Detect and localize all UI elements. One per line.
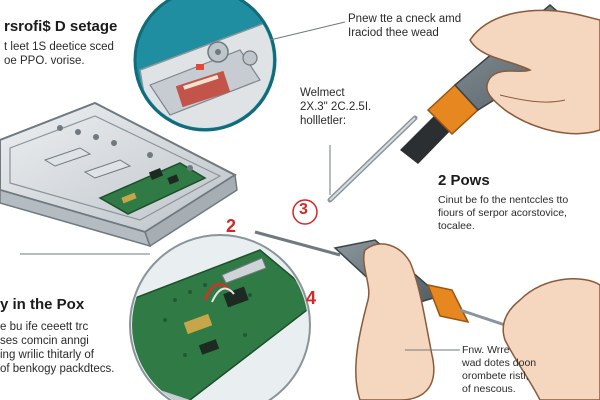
- detail-callout-top: [133, 0, 277, 132]
- hand-upper: [469, 9, 600, 135]
- step-top-left-line-2: oe PPO. vorise.: [4, 55, 85, 67]
- step-bottom-right-line-3: orombete ristl,: [462, 370, 529, 382]
- step-2-line-1: Cinut be fo the nentccles tto: [438, 194, 569, 206]
- marker-3: 3: [299, 201, 308, 218]
- step-top-right-line-2: Iraciod thee wead: [348, 27, 439, 39]
- step-bottom-left-line-3: ing wrilic thitarly of: [0, 349, 94, 361]
- marker-3-ring: [292, 199, 318, 225]
- marker-2: 2: [226, 216, 237, 236]
- step-middle-line-2: 2X.3" 2C.2.5I.: [300, 101, 372, 113]
- step-middle-line-3: hollletler:: [300, 115, 347, 127]
- step-top-right-line-1: Pnew tte a cneck amd: [348, 13, 462, 25]
- step-bottom-left-text: e bu ife ceeett trc ses comcin anngi ing…: [0, 320, 114, 376]
- step-bottom-right-text: Fnw. Wrre wad dotes doon orombete ristl,…: [462, 344, 536, 396]
- step-bottom-right-line-4: of nescous.: [462, 383, 516, 395]
- step-2-line-2: fiours of serpor acorstovice,: [438, 207, 567, 219]
- step-top-right-text: Pnew tte a cneck amd Iraciod thee wead: [348, 12, 461, 40]
- step-bottom-left-line-2: ses comcin anngi: [0, 335, 89, 347]
- step-bottom-left-line-1: e bu ife ceeett trc: [0, 321, 89, 333]
- step-top-left-heading: rsrofi$ D setage: [4, 18, 118, 35]
- device-tray: [0, 101, 238, 248]
- step-2-line-3: tocalee.: [438, 220, 475, 232]
- hand-lower-right: [502, 278, 600, 400]
- leader-line-top: [269, 21, 346, 41]
- hand-lower-left: [355, 243, 435, 400]
- step-top-left-line-1: t leet 1S deetice sced: [4, 41, 114, 53]
- step-bottom-left-line-4: of benkogy packdtecs.: [0, 363, 115, 375]
- step-2-heading: 2 Pows: [438, 172, 490, 189]
- step-middle-text: Welmect 2X.3" 2C.2.5I. hollletler:: [300, 86, 371, 128]
- marker-4: 4: [306, 288, 317, 308]
- detail-callout-bottom: [129, 234, 311, 400]
- step-bottom-right-line-1: Fnw. Wrre: [462, 344, 510, 356]
- step-middle-line-1: Welmect: [300, 87, 345, 99]
- step-2-text: Cinut be fo the nentccles tto fiours of …: [438, 194, 568, 233]
- step-bottom-right-line-2: wad dotes doon: [462, 357, 537, 369]
- step-top-left-text: t leet 1S deetice sced oe PPO. vorise.: [4, 40, 114, 68]
- step-bottom-left-heading: y in the Pox: [0, 296, 85, 313]
